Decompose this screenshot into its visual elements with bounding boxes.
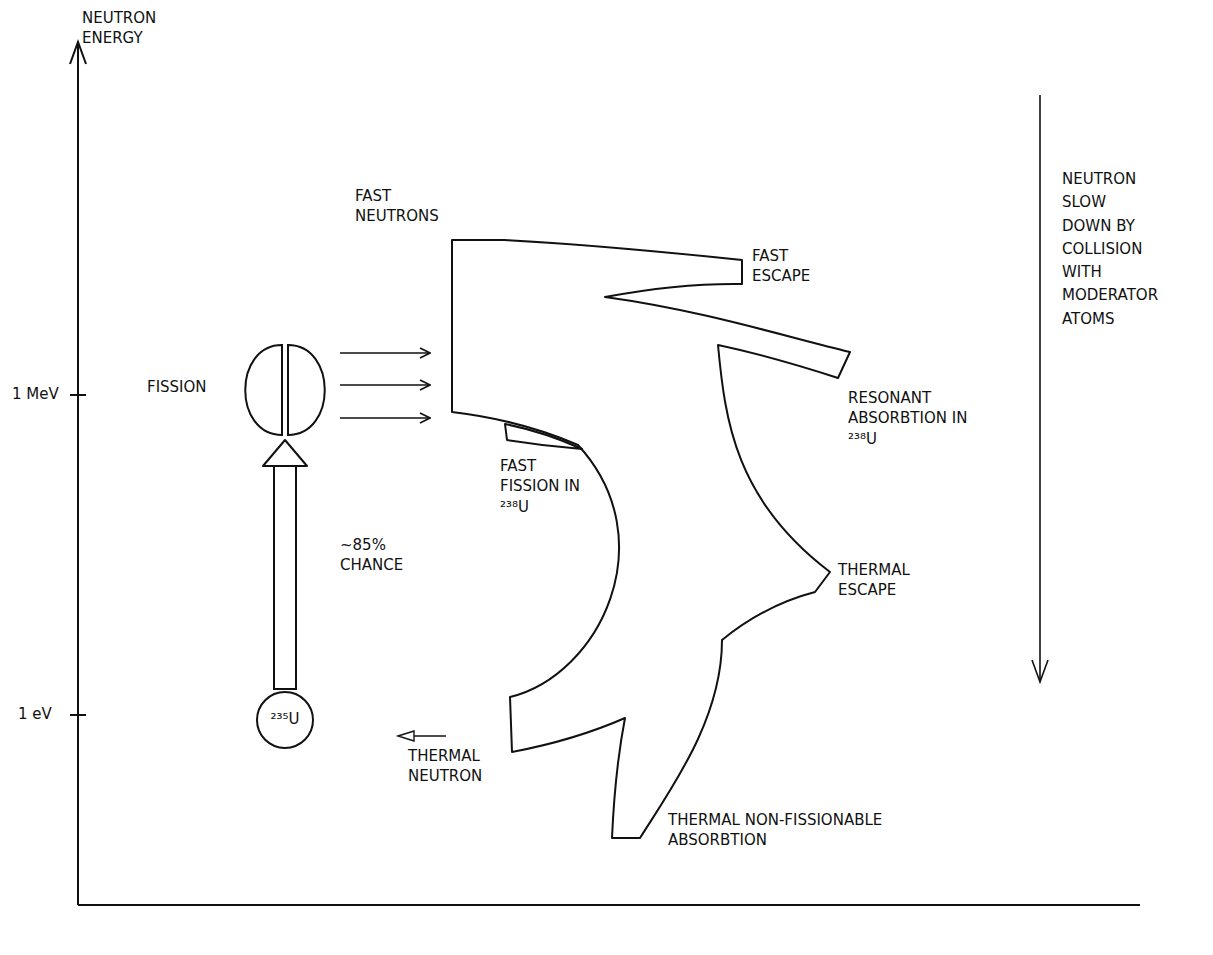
arrow-shaft-fill bbox=[275, 464, 295, 688]
branch-label: FAST ESCAPE bbox=[752, 246, 810, 287]
nucleus-circle: ²³⁵U bbox=[255, 690, 315, 750]
axis-title: NEUTRON ENERGY bbox=[82, 8, 156, 49]
energy-axis bbox=[77, 44, 79, 905]
thermal-neutron-arrowhead bbox=[398, 731, 414, 741]
axis-tick bbox=[70, 714, 86, 716]
node-heading: FISSION bbox=[147, 378, 207, 398]
branch-label: THERMAL NON-FISSIONABLE ABSORBTION bbox=[668, 810, 930, 851]
branch-label: THERMAL NEUTRON bbox=[408, 746, 482, 787]
axis-value: 1 MeV bbox=[12, 384, 59, 404]
arrow-shaft-outline bbox=[273, 466, 297, 690]
neutron-flow-band bbox=[452, 240, 850, 838]
branch-label: FAST FISSION IN ²³⁸U bbox=[500, 456, 584, 517]
slow-down-arrow bbox=[1039, 95, 1041, 680]
edge-label: ~85% CHANCE bbox=[340, 535, 403, 576]
fission-fragment bbox=[245, 345, 282, 435]
branch-label: THERMAL ESCAPE bbox=[838, 560, 910, 601]
neutron-arrow bbox=[340, 352, 430, 354]
neutron-arrow bbox=[340, 417, 430, 419]
neutron-arrow bbox=[340, 384, 430, 386]
process-note: NEUTRON SLOW DOWN BY COLLISION WITH MODE… bbox=[1062, 168, 1158, 331]
branch-label: RESONANT ABSORBTION IN ²³⁸U bbox=[848, 388, 972, 449]
flow-arrow bbox=[263, 440, 307, 690]
fast-fission-branch bbox=[505, 424, 582, 449]
fission-symbol: FISSION bbox=[245, 340, 325, 440]
axis-tick bbox=[70, 394, 86, 396]
node-label: ²³⁵U bbox=[255, 690, 315, 750]
flow-label: FAST NEUTRONS bbox=[355, 186, 439, 227]
slow-down-arrowhead bbox=[1032, 660, 1048, 682]
fission-fragment bbox=[288, 345, 325, 435]
node-outline bbox=[245, 340, 325, 440]
arrowhead bbox=[263, 440, 307, 466]
horizontal-axis bbox=[78, 904, 1140, 906]
axis-value: 1 eV bbox=[18, 704, 52, 724]
